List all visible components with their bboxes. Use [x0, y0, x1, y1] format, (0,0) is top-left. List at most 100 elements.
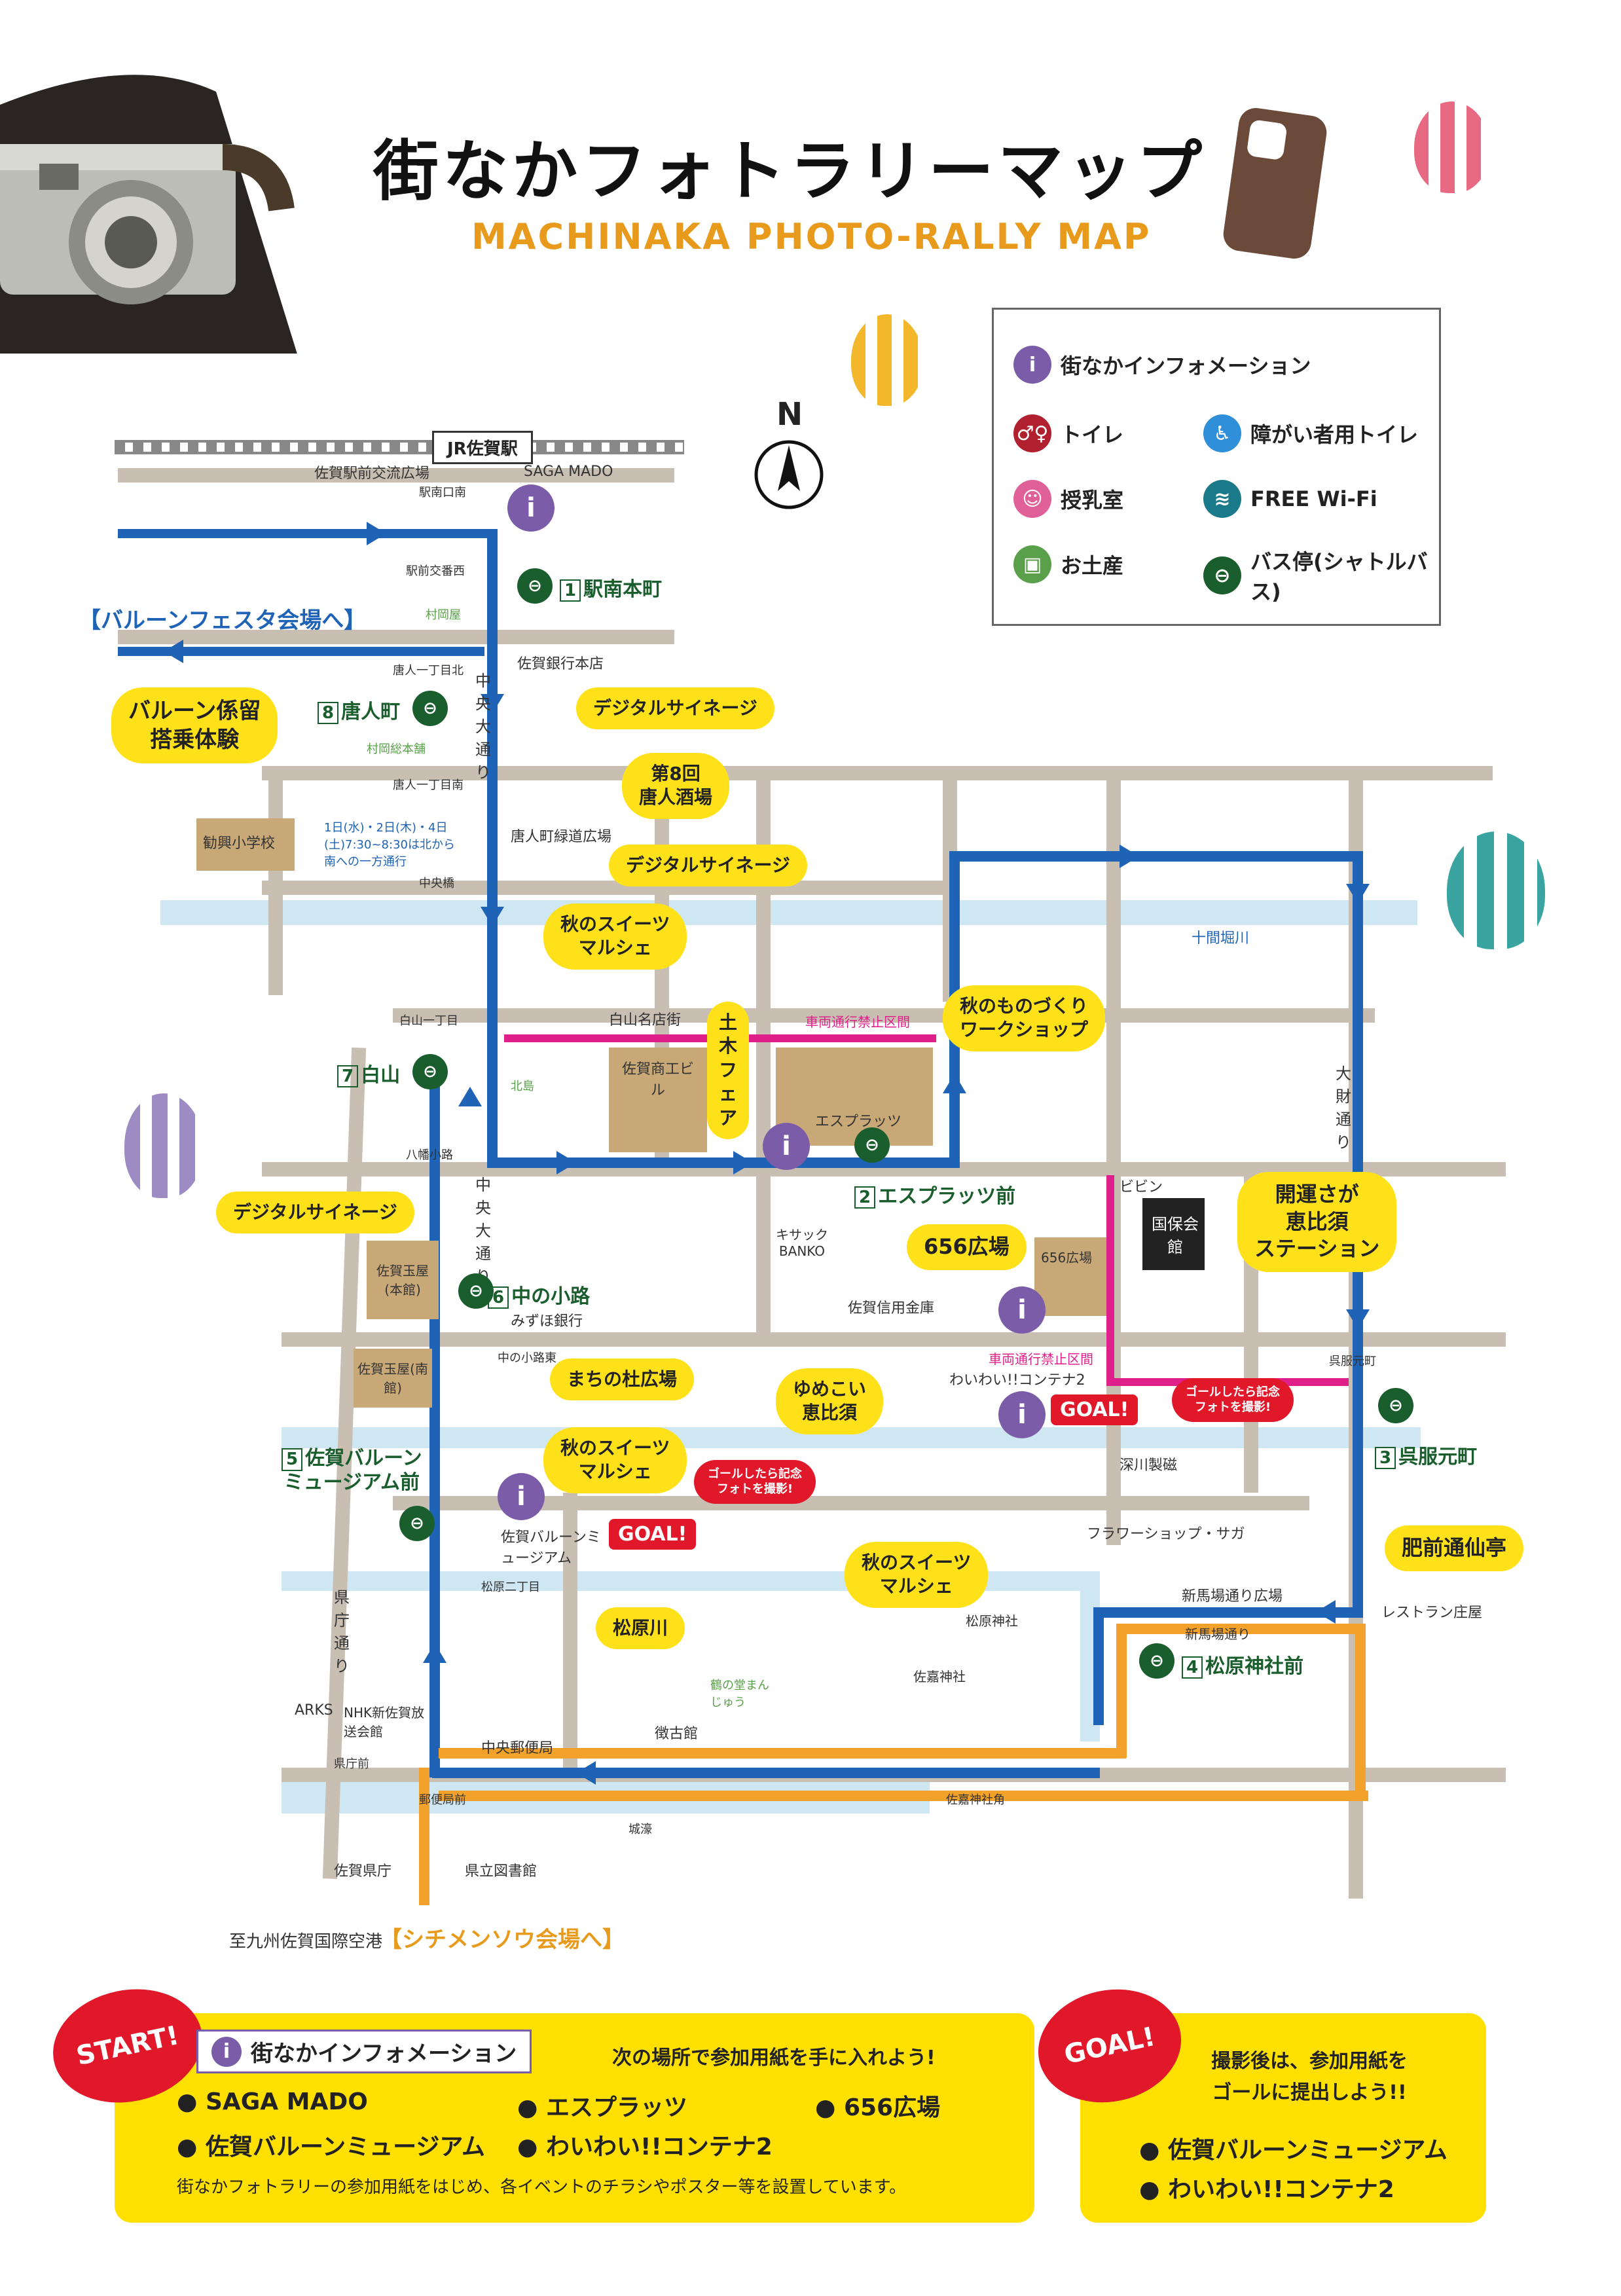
label: 656広場: [1041, 1250, 1093, 1266]
label: 中央橋: [419, 877, 454, 890]
info-icon: i: [507, 484, 555, 532]
route-arrow-icon: [481, 694, 504, 714]
bus-stop-icon: ⊖: [1203, 556, 1241, 594]
label: 白山名店街: [609, 1012, 682, 1029]
label: 佐賀バルーンミュージアム: [501, 1529, 601, 1567]
road: [282, 1332, 1506, 1347]
legend-item: ⊖ バス停(シャトルバス): [1203, 545, 1439, 606]
label: 佐賀銀行本店: [517, 656, 604, 672]
label: 中央郵便局: [481, 1740, 554, 1757]
info-icon: i: [498, 1473, 545, 1520]
label: 呉服元町: [1329, 1355, 1376, 1368]
legend: i 街なかインフォメーション ♂♀ トイレ ♿ 障がい者用トイレ ☺ 授乳室 ≋…: [992, 308, 1441, 626]
route-arrow-icon: [556, 1151, 576, 1175]
route-blue-down: [1093, 1607, 1104, 1725]
kokuho-label: 国保会館: [1152, 1215, 1199, 1256]
route-blue-west: [118, 529, 498, 538]
bus-stop-icon: ⊖: [517, 568, 553, 604]
river-label: 十間堀川: [1192, 930, 1250, 947]
souvenir-icon: ▣: [1013, 545, 1051, 583]
balloon-pink-icon: [1414, 101, 1489, 193]
route-arrow-icon: [1120, 845, 1139, 868]
label: SAGA MADO: [524, 464, 613, 480]
road: [393, 1496, 1309, 1510]
route-arrow-icon: [1346, 1309, 1370, 1329]
route-blue-west-v: [429, 1080, 440, 1777]
label: 駅南口南: [419, 486, 466, 500]
north-label: N: [776, 396, 803, 433]
label: 徴古館: [655, 1726, 699, 1742]
label: 松原神社: [966, 1613, 1018, 1629]
route-orange: [419, 1768, 429, 1905]
label: 県庁通り: [334, 1588, 350, 1675]
toilet-icon: ♂♀: [1013, 414, 1051, 452]
start-item: ● SAGA MADO: [177, 2088, 368, 2115]
label: 村岡屋: [426, 608, 461, 622]
station-sign: JR佐賀駅: [432, 431, 533, 464]
label: レストラン庄屋: [1381, 1605, 1483, 1621]
label: 県立図書館: [465, 1863, 537, 1880]
balloon-purple-icon: [124, 1093, 203, 1198]
block-656: [1034, 1237, 1106, 1316]
bubble-hizen: 肥前通仙亭: [1385, 1525, 1524, 1571]
road: [268, 766, 283, 995]
label: 佐嘉神社角: [946, 1793, 1005, 1807]
label: ARKS: [295, 1702, 333, 1719]
start-item: ● わいわい!!コンテナ2: [517, 2134, 773, 2160]
start-note: 街なかフォトラリーの参加用紙をはじめ、各イベントのチラシやポスター等を設置してい…: [177, 2178, 907, 2197]
goal-item: ● わいわい!!コンテナ2: [1139, 2176, 1394, 2203]
road: [262, 766, 1493, 780]
start-item: ● 656広場: [815, 2094, 941, 2121]
label: 唐人町緑道広場: [511, 829, 612, 845]
route-blue-main: [487, 529, 498, 1167]
start-info-label: i 街なかインフォメーション: [196, 2030, 532, 2073]
label: 佐賀商工ビル: [621, 1061, 694, 1099]
legend-item: ≋ FREE Wi-Fi: [1203, 480, 1377, 518]
label: 中央大通り: [475, 672, 491, 782]
label: ビビン: [1120, 1179, 1163, 1195]
legend-item: ☺ 授乳室: [1013, 480, 1123, 518]
road: [756, 766, 771, 1342]
label: 唐人一丁目南: [393, 778, 464, 792]
bubble-matsubara: 松原川: [596, 1607, 685, 1650]
label: 佐賀玉屋(本館): [376, 1263, 429, 1298]
road: [1106, 766, 1121, 1545]
nursing-room-icon: ☺: [1013, 480, 1051, 518]
shichimenso-label: 【シチメンソウ会場へ】: [380, 1927, 625, 1953]
bubble-signage: デジタルサイネージ: [576, 687, 774, 730]
label: フラワーショップ・サガ: [1087, 1526, 1245, 1542]
route-blue-yawata: [487, 1157, 958, 1168]
label: 佐嘉神社: [913, 1669, 966, 1685]
route-orange: [439, 1791, 1368, 1801]
road: [118, 630, 674, 644]
start-lead: 次の場所で参加用紙を手に入れよう!: [612, 2047, 936, 2069]
balloon-fiesta-label: 【バルーンフェスタ会場へ】: [79, 608, 367, 634]
no-car-label: 車両通行禁止区間: [989, 1351, 1093, 1367]
route-arrow-icon: [164, 640, 183, 663]
label: 城濠: [628, 1823, 652, 1836]
wifi-icon: ≋: [1203, 480, 1241, 518]
route-arrow-icon: [481, 907, 504, 926]
goal-item: ● 佐賀バルーンミュージアム: [1139, 2137, 1448, 2164]
info-icon: i: [211, 2036, 242, 2067]
block-school: [196, 818, 295, 871]
school-label: 勧興小学校: [203, 835, 276, 852]
start-item: ● エスプラッツ: [517, 2094, 687, 2121]
route-no-car: [1106, 1175, 1114, 1385]
page-subtitle: MACHINAKA PHOTO-RALLY MAP: [471, 216, 1152, 257]
label: 中の小路東: [498, 1351, 556, 1365]
road: [262, 881, 949, 895]
bubble-sweets: 秋のスイーツ マルシェ: [543, 903, 687, 970]
bus-stop-icon: ⊖: [854, 1127, 890, 1163]
info-icon: i: [998, 1286, 1046, 1334]
bubble-tojin-sakaba: 第8回 唐人酒場: [622, 753, 730, 819]
label: 佐賀玉屋(南館): [357, 1361, 428, 1396]
route-arrow-icon: [733, 1151, 753, 1175]
label: 駅前交番西: [406, 564, 465, 578]
block-gyokuya-s: [354, 1349, 432, 1408]
